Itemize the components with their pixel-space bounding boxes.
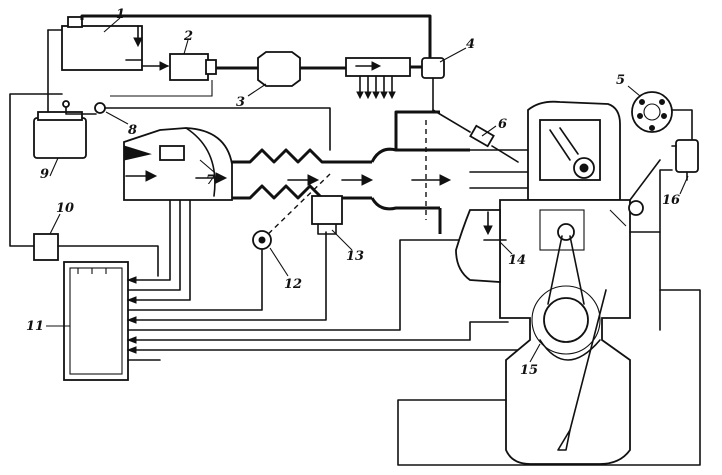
- crankshaft: [543, 297, 589, 343]
- exhaust-manifold: [455, 209, 501, 283]
- label-4: 4: [466, 37, 475, 52]
- fuel-tank: [61, 25, 143, 71]
- engine: [397, 100, 701, 466]
- callout-labels: 1 2 3 4 5 6 7 8 9 10 11 12 13 14 15 16: [26, 7, 680, 378]
- label-1: 1: [116, 7, 125, 22]
- injector-spray-arrows: [356, 75, 396, 100]
- fuel-pump: [169, 53, 209, 81]
- distributor: [631, 91, 693, 141]
- fuel-circuit: [61, 14, 445, 111]
- leader-lines: [46, 17, 689, 363]
- label-9: 9: [40, 167, 49, 182]
- intake-system: [123, 110, 561, 241]
- label-14: 14: [508, 253, 526, 268]
- label-10: 10: [56, 201, 74, 216]
- fuel-filter: [257, 51, 301, 87]
- label-13: 13: [346, 249, 364, 264]
- ecu: [63, 261, 129, 381]
- ignition-coil: [671, 139, 699, 181]
- air-valve: [311, 195, 343, 225]
- label-6: 6: [498, 117, 507, 132]
- air-temp-sensor: [94, 102, 106, 114]
- label-8: 8: [128, 123, 137, 138]
- label-2: 2: [183, 29, 193, 44]
- label-11: 11: [26, 319, 44, 334]
- label-12: 12: [284, 277, 302, 292]
- label-3: 3: [236, 95, 245, 110]
- label-15: 15: [520, 363, 538, 378]
- air-flow-meter: [123, 127, 233, 201]
- label-7: 7: [206, 173, 215, 188]
- relay: [33, 233, 59, 261]
- label-5: 5: [616, 73, 625, 88]
- label-16: 16: [662, 193, 680, 208]
- ecu-wiring-harness: [126, 129, 561, 361]
- battery: [33, 117, 87, 159]
- electrical-left: [9, 29, 561, 381]
